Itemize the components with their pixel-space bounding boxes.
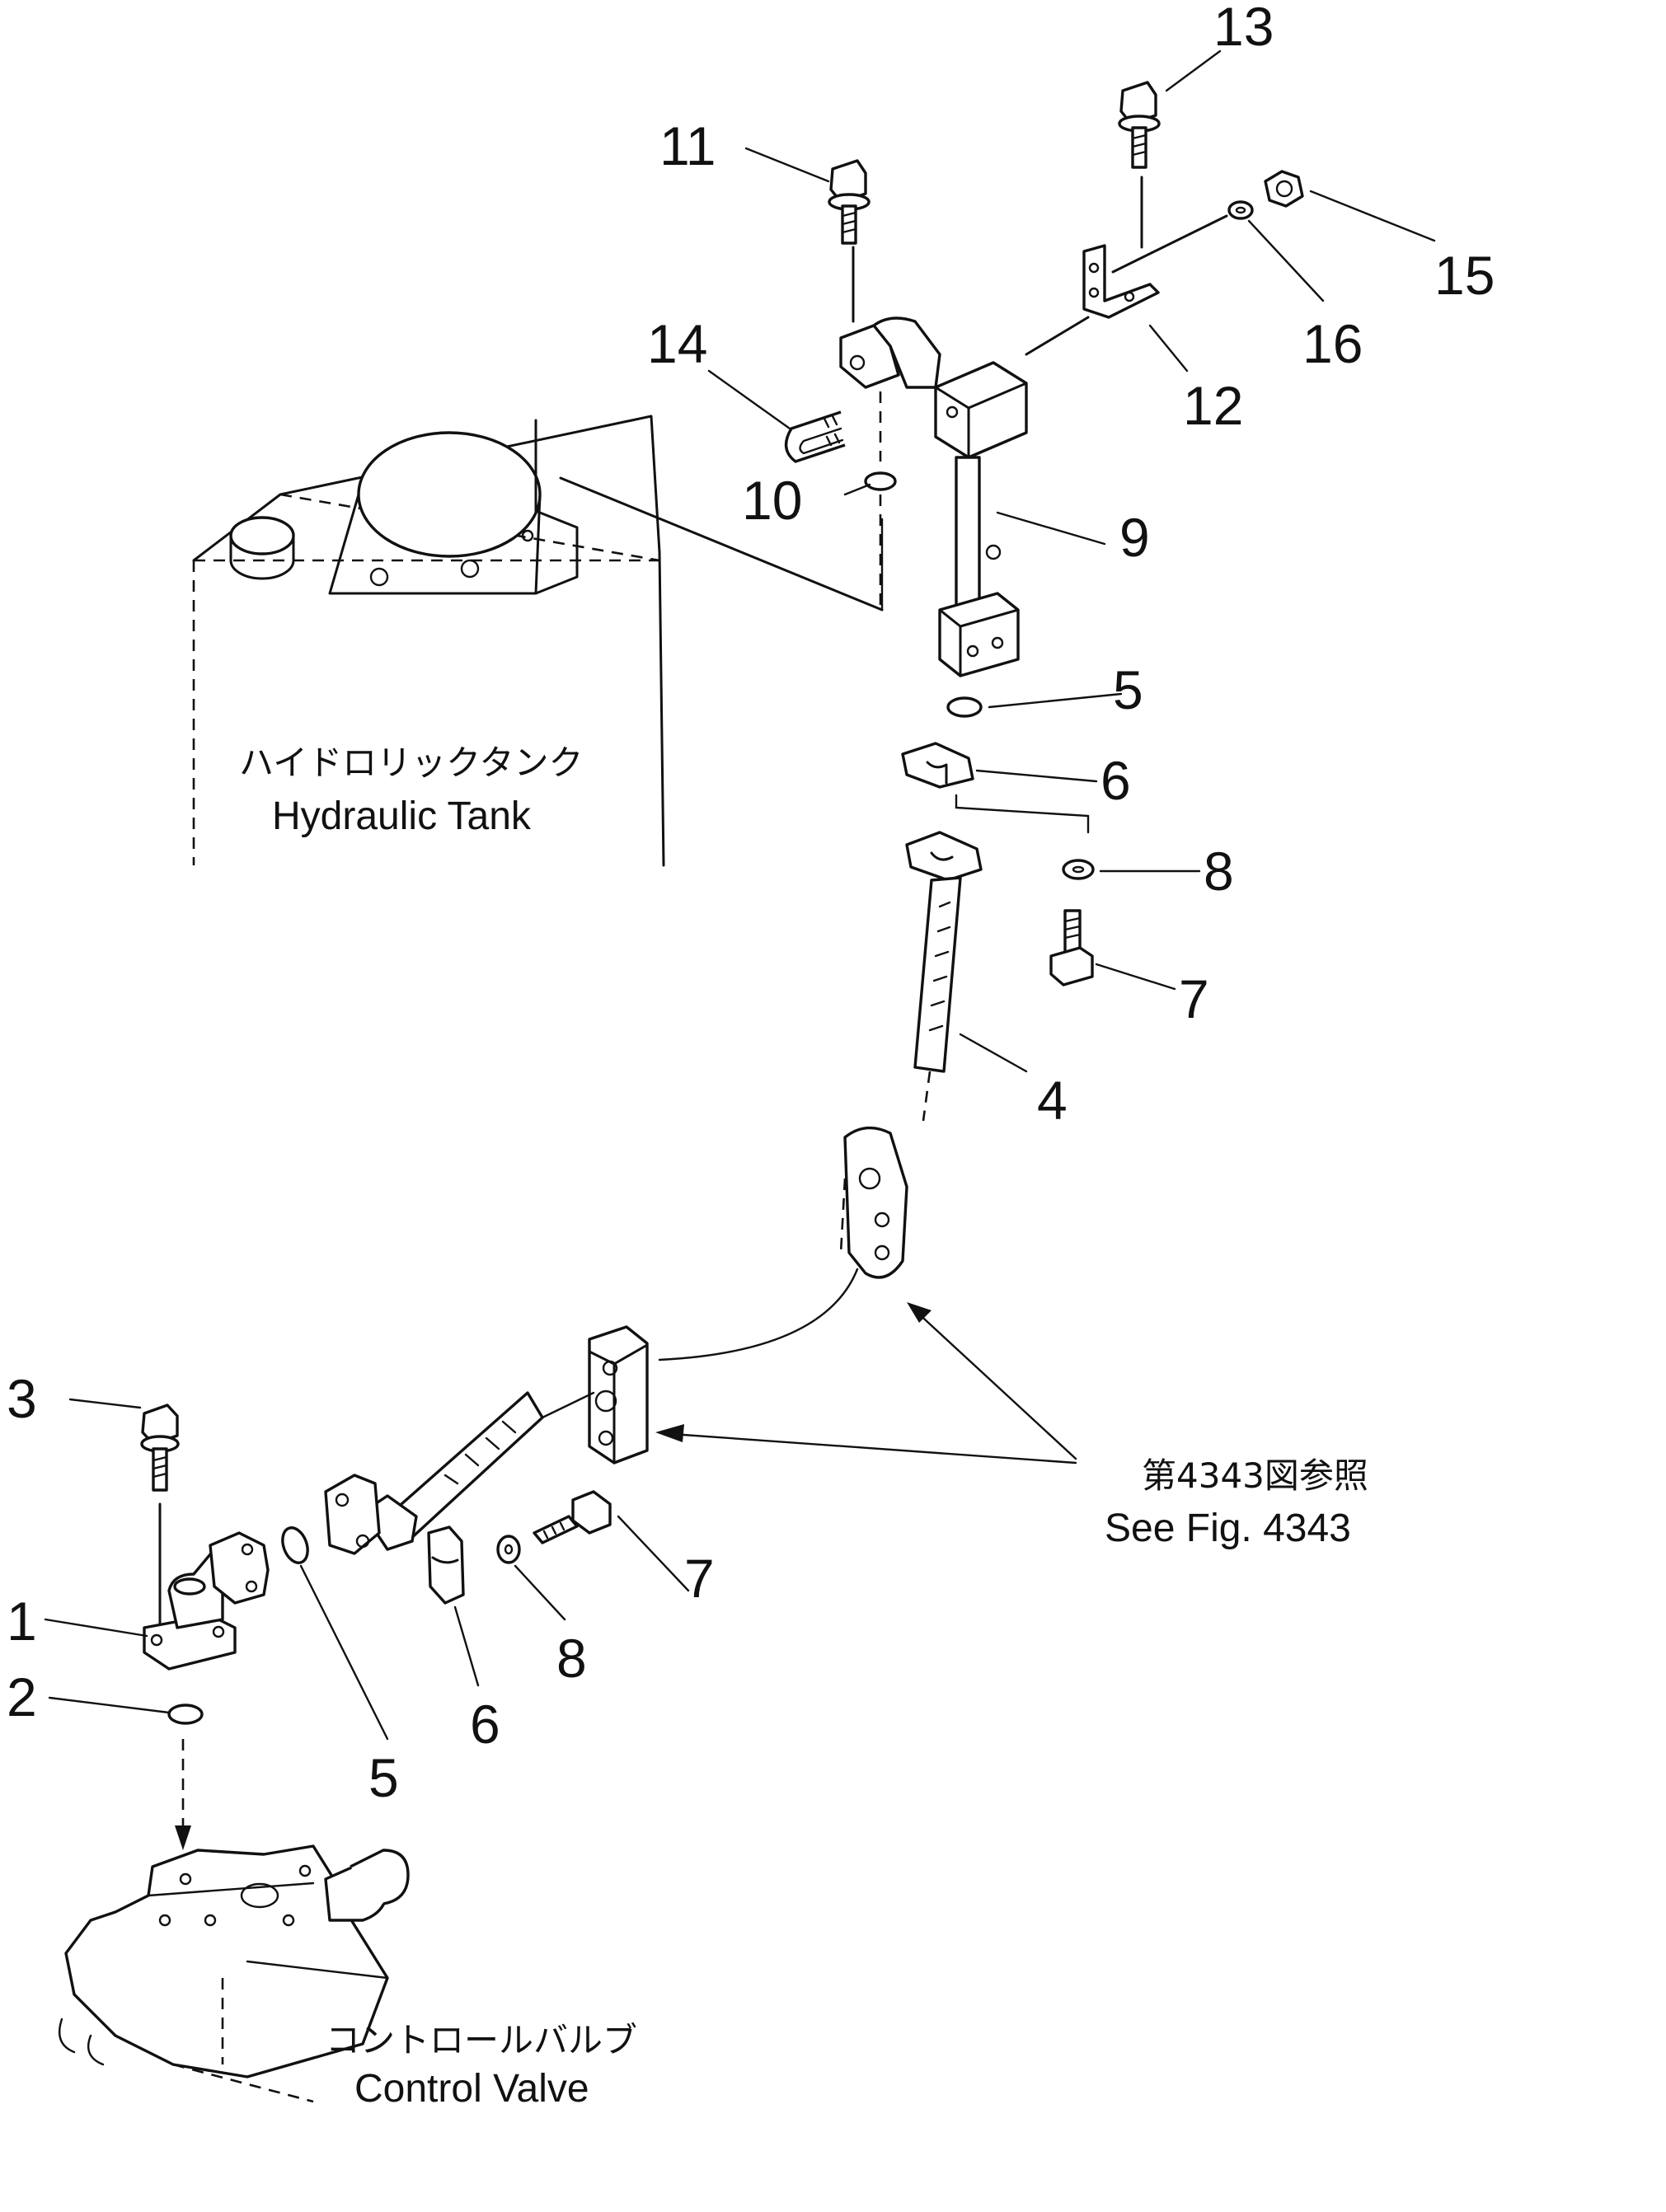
nut-15 (1264, 170, 1304, 208)
leader-lines (44, 49, 1436, 1741)
washer-8-upper (1062, 859, 1095, 880)
fitting-block-lower (588, 1325, 649, 1465)
elbow-flange-1 (143, 1531, 270, 1671)
pipe-9 (839, 316, 1028, 677)
hydraulic-tank (192, 415, 884, 867)
valve-label-jp: コントロールバルブ (326, 2020, 637, 2060)
bolt-13 (1118, 81, 1161, 249)
hose-4 (905, 831, 983, 1122)
part-number-12: 12 (1183, 375, 1243, 436)
split-flange-6-lower (427, 1525, 465, 1605)
fitting-block-upper (658, 1126, 908, 1361)
hose-lower (324, 1391, 595, 1555)
reference-arrows (655, 1302, 1077, 1465)
part-number-1: 1 (7, 1591, 37, 1652)
part-number-6-upper: 6 (1100, 750, 1131, 811)
part-number-5-lower: 5 (368, 1747, 399, 1808)
bolt-7-lower (533, 1490, 612, 1544)
part-number-14: 14 (647, 313, 707, 374)
reference-label-en: See Fig. 4343 (1105, 1507, 1351, 1550)
part-number-16: 16 (1302, 313, 1363, 374)
arrow-to-control-valve (175, 1739, 191, 1850)
o-ring-5-upper (946, 696, 983, 718)
bolt-3 (140, 1404, 180, 1638)
control-valve (58, 1844, 410, 2103)
o-ring-2 (167, 1704, 204, 1725)
tank-label-jp: ハイドロリックタンク (239, 743, 583, 783)
o-ring-5-lower (281, 1526, 309, 1564)
bolt-7-upper (1049, 909, 1094, 986)
part-number-8-upper: 8 (1204, 841, 1234, 902)
valve-label-en: Control Valve (354, 2067, 589, 2111)
part-number-13: 13 (1213, 0, 1274, 57)
washer-8-lower (496, 1535, 521, 1564)
bolt-11 (828, 159, 871, 323)
part-number-4: 4 (1037, 1070, 1068, 1131)
part-number-5-upper: 5 (1113, 659, 1143, 720)
part-number-10: 10 (742, 470, 802, 531)
part-number-2: 2 (7, 1666, 37, 1727)
bracket-12 (1025, 244, 1160, 356)
tank-label-en: Hydraulic Tank (272, 794, 532, 838)
part-number-3: 3 (7, 1368, 37, 1429)
part-number-15: 15 (1434, 245, 1495, 306)
o-ring-10 (864, 391, 897, 610)
part-number-7-upper: 7 (1179, 968, 1209, 1029)
u-bolt-14 (784, 410, 846, 463)
part-number-8-lower: 8 (556, 1628, 587, 1689)
part-number-6-lower: 6 (470, 1694, 500, 1755)
part-number-11: 11 (659, 115, 716, 176)
split-flange-6-upper (901, 742, 1090, 834)
washer-16 (1111, 200, 1254, 274)
part-number-9: 9 (1119, 507, 1150, 568)
part-number-7-lower: 7 (684, 1548, 715, 1609)
reference-label-jp: 第4343図参照 (1142, 1455, 1368, 1496)
